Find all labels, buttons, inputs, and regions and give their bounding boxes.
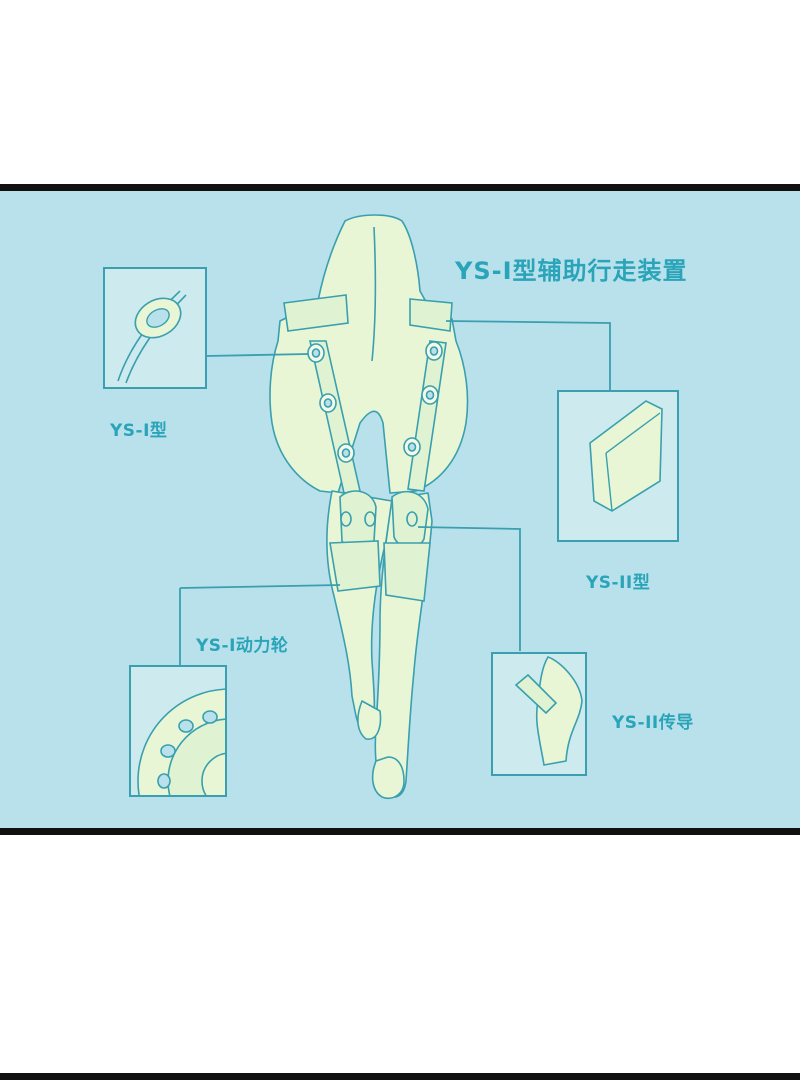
panel-artwork bbox=[103, 214, 679, 799]
knee-conductor-icon bbox=[491, 652, 587, 776]
power-wheel-icon bbox=[129, 665, 227, 797]
knee-guards bbox=[329, 490, 431, 602]
callout-lines bbox=[179, 320, 611, 666]
hip-straps bbox=[283, 294, 453, 332]
page-title: YS-I型辅助行走装置 bbox=[455, 257, 688, 285]
bottom-divider bbox=[0, 1073, 800, 1080]
callout-label-ys-2: YS-II型 bbox=[586, 573, 651, 593]
callout-label-power-wheel: YS-I动力轮 bbox=[196, 636, 289, 656]
callout-label-ys-1: YS-I型 bbox=[110, 421, 168, 441]
illustration-panel: YS-I型辅助行走装置 YS-I型 YS-II型 YS-I动力轮 YS-II传导 bbox=[0, 184, 800, 835]
thigh-plate-icon bbox=[557, 390, 679, 542]
hip-joint-ring-icon bbox=[103, 267, 207, 389]
joint-rings bbox=[307, 341, 443, 463]
callout-label-conductor: YS-II传导 bbox=[612, 713, 694, 733]
